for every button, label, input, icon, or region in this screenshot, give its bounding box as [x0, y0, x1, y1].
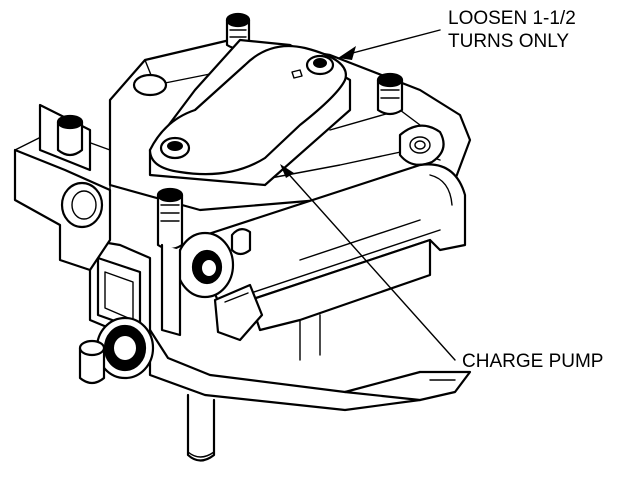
cover-screw-bottom [159, 136, 191, 160]
charge-pump-cover [148, 38, 352, 187]
callout-loosen-line1: LOOSEN 1-1/2 [448, 8, 576, 29]
callout-loosen-line2: TURNS ONLY [448, 31, 569, 52]
cylinder-housing [188, 163, 467, 361]
front-fittings [175, 228, 264, 342]
pump-assembly [13, 12, 472, 462]
left-body-block [13, 103, 152, 347]
leader-loosen [338, 29, 441, 60]
cover-screw-top [305, 54, 335, 76]
hex-bolt-right [376, 72, 404, 116]
mounting-base [148, 328, 472, 462]
leader-charge-pump [280, 164, 456, 361]
hex-bolt-front [156, 187, 184, 337]
shaft-seal [78, 316, 155, 385]
callout-charge-pump: CHARGE PUMP [462, 351, 603, 372]
